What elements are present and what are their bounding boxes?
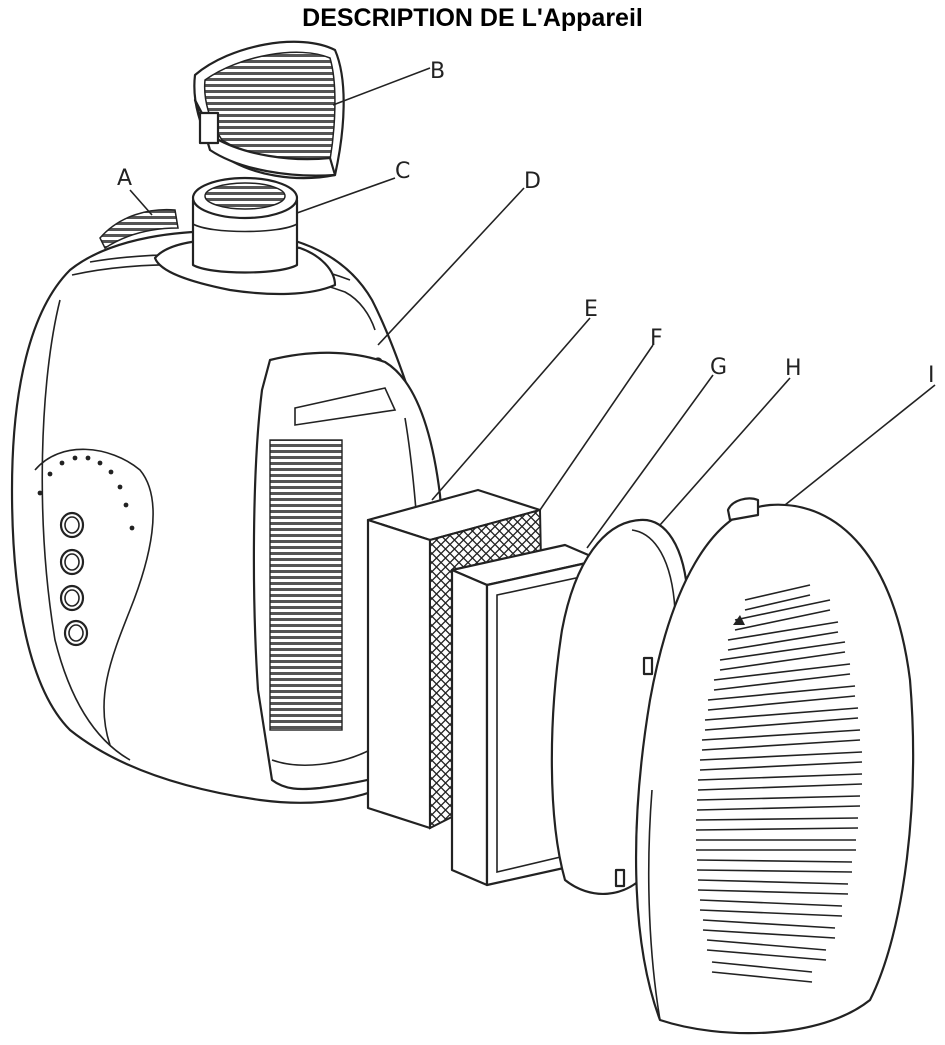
label-i: I [928,363,935,388]
label-a: A [117,166,132,191]
control-buttons [59,511,89,647]
main-body-unit [10,176,447,804]
label-f: F [650,326,663,351]
part-labels: B A C D E F G H I [117,59,935,388]
ionizer-neck [191,176,299,274]
label-c: C [395,159,410,184]
label-g: G [710,355,727,380]
ionizer-cap [193,40,345,180]
front-grille-cover [635,497,915,1035]
label-b: B [430,59,445,84]
label-h: H [785,356,802,381]
grille-slots [695,584,863,983]
leader-lines [129,67,936,549]
diagram-title: DESCRIPTION DE L'Appareil [302,4,643,32]
indicator-lights [37,455,135,531]
label-d: D [524,169,541,194]
label-e: E [584,297,598,322]
